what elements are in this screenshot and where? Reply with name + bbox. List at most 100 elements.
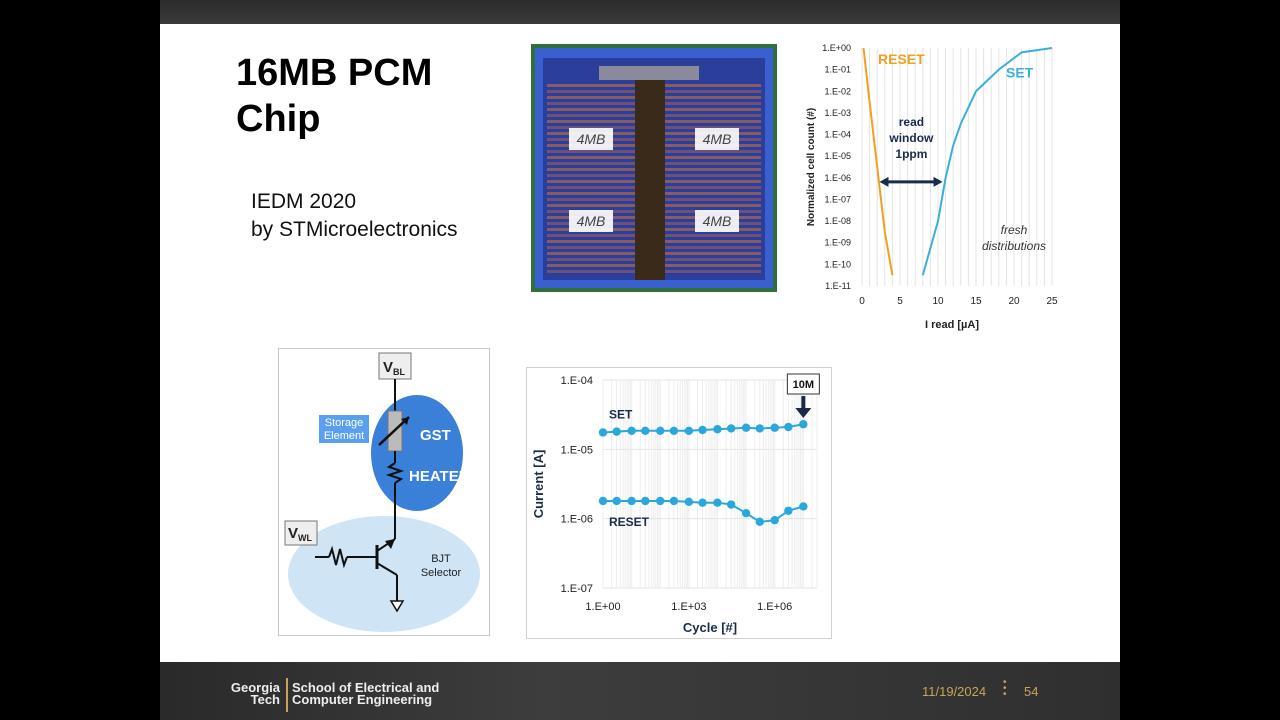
data-point-reset <box>755 517 764 527</box>
data-point-set <box>598 428 608 437</box>
dist-ytick: 1.E-09 <box>824 238 851 248</box>
reset-series-label: RESET <box>609 515 650 529</box>
dist-xtick: 20 <box>1008 296 1020 307</box>
die-block-box <box>695 128 739 150</box>
page-number: 54 <box>1024 684 1039 699</box>
reset-label: RESET <box>878 51 925 67</box>
end-ytick: 1.E-07 <box>561 583 593 595</box>
data-point-reset <box>641 496 650 506</box>
annotation-arrow-head <box>795 408 812 418</box>
data-point-set <box>784 422 793 432</box>
bjt-region <box>288 516 480 632</box>
data-point-reset <box>598 496 608 506</box>
die-block-box <box>695 210 739 232</box>
heater-label: HEATER <box>409 468 470 485</box>
end-xtick: 1.E+00 <box>585 601 620 613</box>
reset-curve <box>862 47 894 276</box>
dist-ytick: 1.E-07 <box>824 194 851 204</box>
slide-title: 16MB PCM Chip <box>236 50 432 142</box>
dist-ytick: 1.E-06 <box>824 173 851 183</box>
annotation-label: 10M <box>793 379 814 391</box>
data-point-reset <box>669 496 679 506</box>
gst-label: GST <box>420 427 451 444</box>
arrow-head-right <box>933 176 943 187</box>
end-xlabel: Cycle [#] <box>683 620 737 635</box>
data-point-reset <box>698 498 707 507</box>
data-point-reset <box>612 496 621 506</box>
data-point-reset <box>684 497 694 507</box>
heater-resistor <box>385 462 405 484</box>
school-line-1: School of Electrical and <box>292 680 440 695</box>
data-point-set <box>755 424 764 433</box>
end-ytick: 1.E-05 <box>561 444 593 456</box>
title-line-2: Chip <box>236 98 321 140</box>
die-block-label: 4MB <box>703 131 732 147</box>
slide-subtitle: IEDM 2020 by STMicroelectronics <box>251 188 458 244</box>
data-point-set <box>770 423 779 432</box>
dist-ytick: 1.E-10 <box>824 259 851 269</box>
dist-ytick: 1.E-03 <box>824 108 851 118</box>
storage-label-1: Storage <box>325 417 364 429</box>
dist-xtick: 10 <box>932 296 944 307</box>
vbl-label: VBL <box>383 359 406 377</box>
dist-xlabel: I read [µA] <box>925 319 979 331</box>
slide: 16MB PCM Chip IEDM 2020 by STMicroelectr… <box>160 24 1120 664</box>
circuit-diagram: VBL Storage Element GST HEATER VWL BJT <box>278 348 490 636</box>
annotation-box <box>786 373 820 395</box>
data-point-set <box>713 425 722 434</box>
circuit-svg: VBL Storage Element GST HEATER VWL BJT <box>284 352 480 632</box>
footer-separator: ••• <box>1003 677 1007 700</box>
data-point-set <box>698 425 707 435</box>
data-point-set <box>641 426 650 436</box>
title-line-1: 16MB PCM <box>236 52 433 94</box>
data-point-reset <box>627 496 636 506</box>
data-point-set <box>627 426 636 436</box>
bjt-label-2: Selector <box>421 567 462 579</box>
dist-ytick: 1.E-05 <box>824 151 851 161</box>
dist-xtick: 5 <box>897 296 903 307</box>
logo-line-2: Tech <box>250 692 280 707</box>
storage-label-bg <box>319 415 369 443</box>
fresh-text: distributions <box>982 239 1046 253</box>
data-point-reset <box>741 508 751 518</box>
data-point-reset <box>726 500 736 509</box>
top-bar <box>160 0 1120 24</box>
read-window-text: read <box>899 115 924 129</box>
bjt-label-1: BJT <box>431 553 451 565</box>
dist-xtick: 15 <box>970 296 982 307</box>
storage-label-2: Element <box>324 430 364 442</box>
end-ylabel: Current [A] <box>531 450 546 519</box>
set-label: SET <box>1006 65 1034 81</box>
data-point-set <box>612 427 621 436</box>
data-point-set <box>684 426 694 436</box>
logo-line-1: Georgia <box>230 680 280 695</box>
data-point-reset <box>656 496 665 506</box>
dist-ytick: 1.E-02 <box>824 86 851 96</box>
footer-date: 11/19/2024 <box>922 684 987 699</box>
data-point-reset <box>770 516 779 525</box>
end-xtick: 1.E+06 <box>757 601 792 613</box>
ground-symbol <box>389 600 405 613</box>
set-curve <box>921 47 1053 276</box>
read-window-text: window <box>888 131 934 145</box>
dist-ytick: 1.E-08 <box>824 216 851 226</box>
data-point-set <box>656 426 665 436</box>
subtitle-line-1: IEDM 2020 <box>251 190 357 213</box>
vwl-box <box>284 520 318 546</box>
data-point-reset <box>713 498 722 507</box>
data-point-set <box>669 426 679 436</box>
dist-ytick: 1.E-11 <box>825 281 851 291</box>
dist-xtick: 25 <box>1046 296 1058 307</box>
data-point-reset <box>799 502 808 511</box>
die-block-box <box>569 210 613 232</box>
distribution-chart-svg: 1.E+001.E-011.E-021.E-031.E-041.E-051.E-… <box>806 43 1058 331</box>
read-window-text: 1ppm <box>895 147 927 161</box>
dist-ylabel: Normalized cell count (#) <box>806 108 817 226</box>
dist-ytick: 1.E-04 <box>824 130 851 140</box>
die-block-label: 4MB <box>577 213 606 229</box>
